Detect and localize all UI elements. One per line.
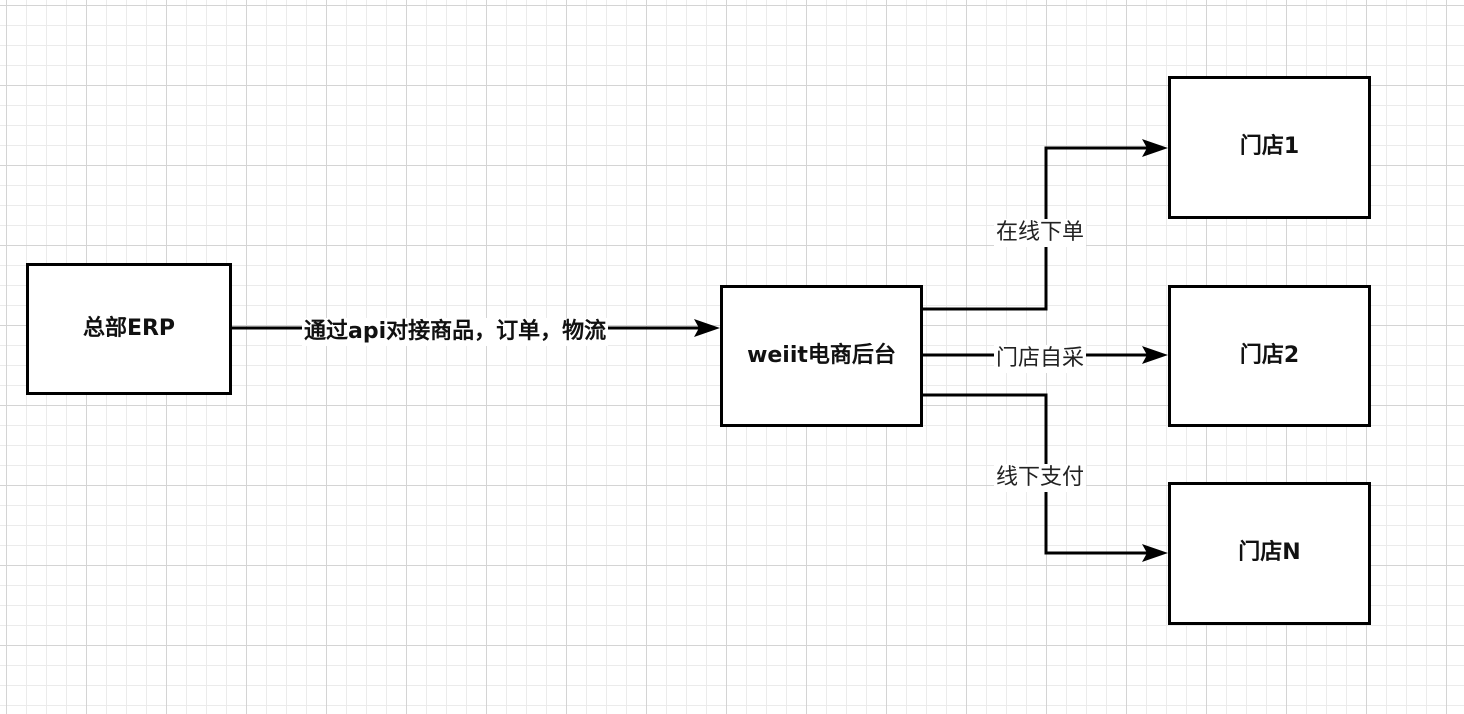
node-store-1-label: 门店1	[1239, 134, 1300, 160]
node-store-1[interactable]: 门店1	[1168, 76, 1371, 219]
edge-label-api-integration: 通过api对接商品，订单，物流	[302, 318, 609, 346]
node-store-2[interactable]: 门店2	[1168, 285, 1371, 427]
edge-label-store-purchase: 门店自采	[994, 345, 1087, 373]
node-hq-erp-label: 总部ERP	[82, 315, 176, 341]
node-store-2-label: 门店2	[1239, 342, 1300, 368]
node-store-n[interactable]: 门店N	[1168, 482, 1371, 625]
edge-label-offline-payment: 线下支付	[994, 464, 1087, 492]
node-weiit-backend[interactable]: weiit电商后台	[720, 285, 923, 427]
edge-label-online-order: 在线下单	[994, 219, 1087, 247]
node-store-n-label: 门店N	[1238, 540, 1301, 566]
node-weiit-backend-label: weiit电商后台	[747, 342, 896, 368]
node-hq-erp[interactable]: 总部ERP	[26, 263, 232, 395]
